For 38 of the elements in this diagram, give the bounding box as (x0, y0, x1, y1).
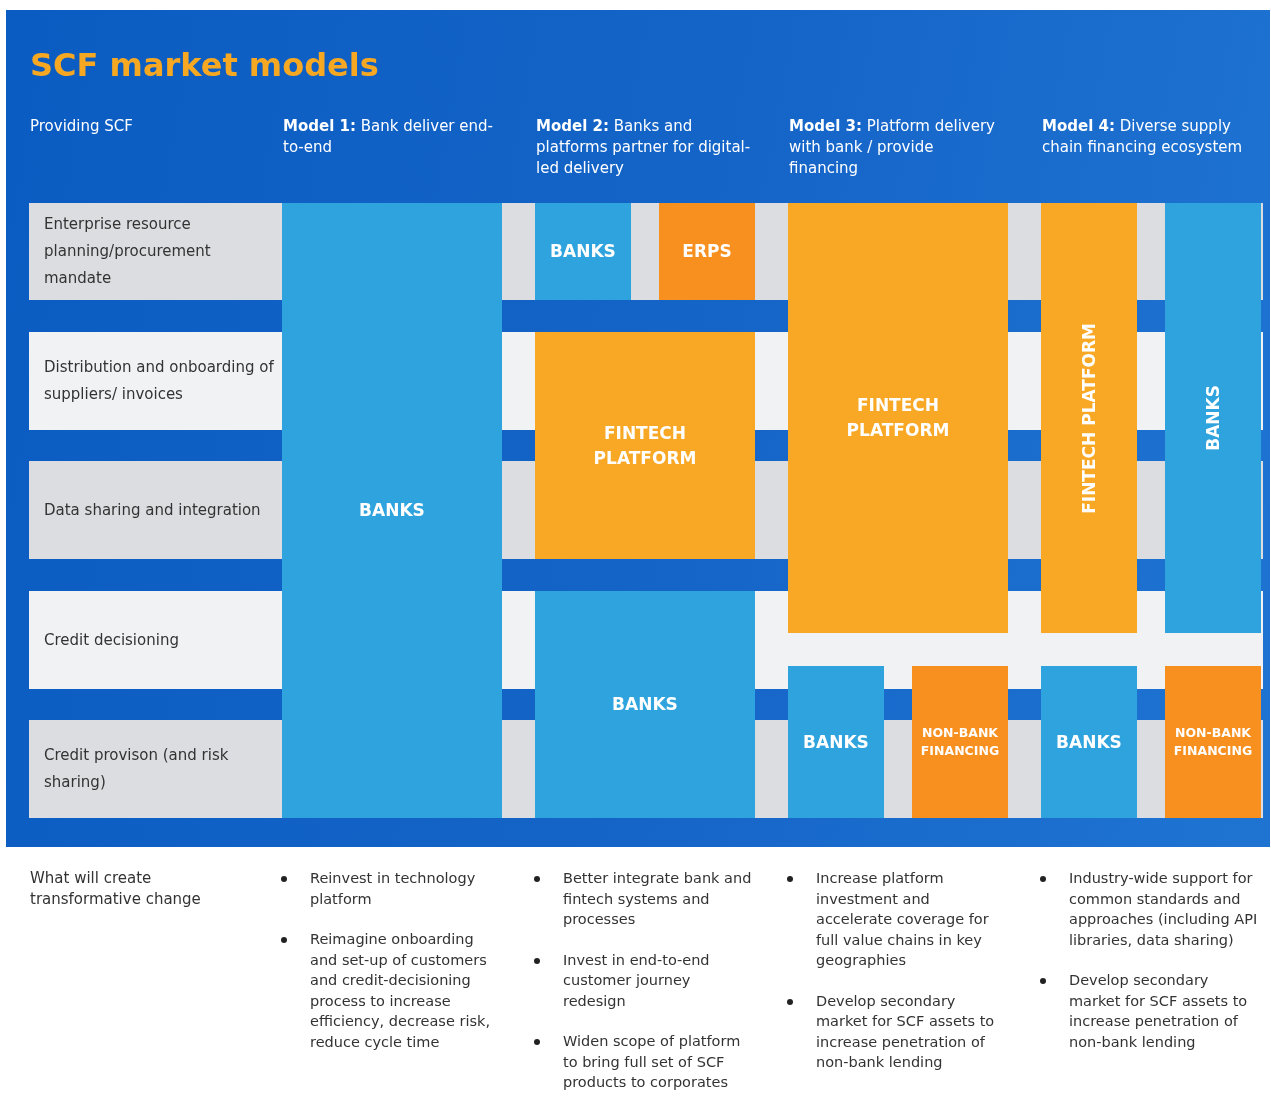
platform-block: FINTECH PLATFORM (1041, 203, 1137, 633)
provider-block: BANKS (535, 591, 755, 818)
column-header: Model 1: Bank deliver end-to-end (283, 116, 494, 158)
provider-block: NON-BANK FINANCING (912, 666, 1008, 818)
provider-block: BANKS (1165, 203, 1261, 633)
column-header: Model 4: Diverse supply chain financing ecosystem (1042, 116, 1244, 158)
row-label: Enterprise resource planning/procurement mandate (43, 214, 212, 289)
row-band (29, 203, 282, 300)
row-band (29, 720, 282, 818)
title: SCF market models (30, 46, 379, 84)
platform-block: FINTECH PLATFORM (535, 332, 755, 559)
bullet-text: Widen scope of platform to bring full set of SCF products to corporates (563, 1033, 741, 1090)
provider-block: ERPS (659, 203, 755, 300)
bullet-text: Develop secondary market for SCF assets to increase penetration of non-bank lending (1069, 972, 1248, 1050)
row-band (29, 591, 282, 689)
provider-block: BANKS (282, 203, 502, 818)
row-label: Credit decisioning (43, 629, 180, 651)
row-label: Data sharing and integration (43, 499, 262, 521)
row-band (29, 461, 282, 559)
row-band (29, 332, 282, 430)
column-header: Model 2: Banks and platforms partner for digital-led delivery (536, 116, 751, 179)
provider-block: BANKS (535, 203, 631, 300)
bullet-text: Reimagine onboarding and set-up of customers and credit-decisioning process to increase efficiency, decrease risk, reduce cycle time (310, 931, 490, 1050)
bullet-text: Industry-wide support for common standards and approaches (including API libraries, data sharing) (1069, 870, 1258, 948)
column-header: Model 3: Platform delivery with bank / provide financing (789, 116, 996, 179)
provider-block: NON-BANK FINANCING (1165, 666, 1261, 818)
row-label: What will create transformative change (30, 868, 202, 910)
column-header: Providing SCF (30, 116, 134, 137)
bullet-text: Increase platform investment and accelerate coverage for full value chains in key geographies (816, 870, 989, 968)
row-label: Distribution and onboarding of suppliers/ invoices (43, 357, 275, 405)
bullet-text: Develop secondary market for SCF assets to increase penetration of non-bank lending (816, 992, 995, 1070)
provider-block: BANKS (788, 666, 884, 818)
bullet-text: Reinvest in technology platform (310, 870, 476, 907)
bullet-text: Better integrate bank and fintech systems and processes (563, 870, 752, 927)
bullet-text: Invest in end-to-end customer journey redesign (563, 951, 710, 1009)
platform-block: FINTECH PLATFORM (788, 203, 1008, 633)
row-label: Credit provison (and risk sharing) (43, 745, 230, 793)
provider-block: BANKS (1041, 666, 1137, 818)
